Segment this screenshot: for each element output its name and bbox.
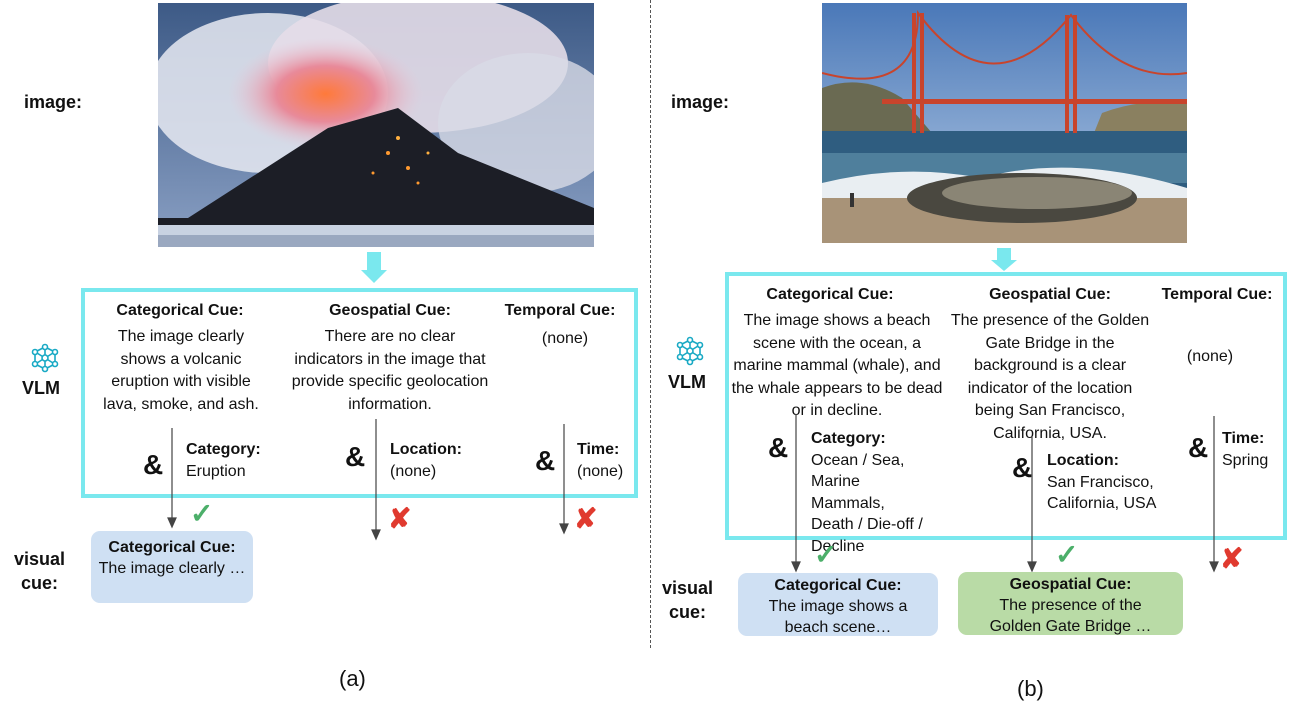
- visual-cue-header: Geospatial Cue:: [1009, 576, 1132, 593]
- checkmark-icon: ✓: [1055, 539, 1079, 570]
- temporal-cue-header: Temporal Cue:: [504, 302, 616, 319]
- checkmark-icon: ✓: [814, 539, 838, 570]
- down-arrow-head: [991, 260, 1017, 271]
- category-attribute: Category: Ocean / Sea, Marine Mammals, D…: [811, 428, 931, 557]
- geospatial-cue-text: There are no clear indicators in the ima…: [291, 328, 489, 413]
- time-attribute: Time: Spring: [1222, 428, 1268, 471]
- vlm-label: VLM: [22, 378, 60, 398]
- ampersand: &: [535, 445, 556, 476]
- down-arrow-head: [361, 270, 387, 283]
- cross-icon: ✘: [388, 503, 412, 534]
- visual-cue-text: The presence of the Golden Gate Bridge …: [989, 597, 1152, 635]
- ampersand: &: [1188, 432, 1209, 463]
- category-attribute: Category: Eruption: [186, 439, 261, 482]
- down-arrow: [367, 252, 381, 272]
- down-arrow: [997, 248, 1011, 262]
- vlm-output-frame: [81, 288, 638, 498]
- network-brain-icon: [675, 336, 705, 371]
- geospatial-cue-header: Geospatial Cue:: [329, 302, 451, 319]
- location-value: San Francisco, California, USA: [1047, 473, 1157, 513]
- golden-gate-whale-image: [822, 3, 1187, 243]
- network-brain-icon: [30, 343, 60, 378]
- categorical-cue-header: Categorical Cue:: [766, 286, 894, 303]
- category-value: Eruption: [186, 462, 246, 480]
- time-value: (none): [577, 462, 624, 480]
- category-value: Ocean / Sea, Marine Mammals, Death / Die…: [811, 451, 923, 555]
- vlm-output-frame: [725, 272, 1287, 540]
- geospatial-cue-header: Geospatial Cue:: [989, 286, 1111, 303]
- category-key: Category:: [186, 441, 261, 458]
- ampersand: &: [345, 441, 366, 472]
- image-label: image:: [671, 92, 730, 112]
- visual-cue-label: visual cue:: [662, 578, 714, 622]
- location-attribute: Location: (none): [390, 439, 462, 482]
- decision-arrows: [791, 414, 1219, 573]
- visual-cue-label: visual cue:: [14, 549, 66, 593]
- visual-cue-header: Categorical Cue:: [108, 539, 236, 556]
- cross-icon: ✘: [1220, 543, 1244, 574]
- time-key: Time:: [1222, 430, 1265, 447]
- visual-cue-text: The image clearly …: [98, 560, 246, 577]
- categorical-cue-text: The image shows a beach scene with the o…: [731, 312, 943, 419]
- geospatial-visual-cue-box: Geospatial Cue: The presence of the Gold…: [958, 572, 1183, 635]
- temporal-cue-text: (none): [541, 330, 589, 347]
- decision-arrows: [167, 419, 569, 541]
- time-value: Spring: [1222, 451, 1269, 469]
- panel-caption: (a): [339, 666, 366, 691]
- time-attribute: Time: (none): [577, 439, 623, 482]
- location-key: Location:: [1047, 452, 1119, 469]
- visual-cue-text: The image shows a beach scene…: [768, 598, 908, 636]
- ampersand: &: [768, 432, 789, 463]
- categorical-visual-cue-box: Categorical Cue: The image shows a beach…: [738, 573, 938, 636]
- temporal-cue-header: Temporal Cue:: [1161, 286, 1273, 303]
- panel-caption: (b): [1017, 676, 1044, 701]
- categorical-visual-cue-box: Categorical Cue: The image clearly …: [91, 531, 253, 603]
- time-key: Time:: [577, 441, 620, 458]
- checkmark-icon: ✓: [190, 498, 214, 529]
- geospatial-cue-text: The presence of the Golden Gate Bridge i…: [950, 312, 1150, 442]
- visual-cue-header: Categorical Cue:: [774, 577, 902, 594]
- cross-icon: ✘: [574, 503, 598, 534]
- location-attribute: Location: San Francisco, California, USA: [1047, 450, 1187, 515]
- categorical-cue-text: The image clearly shows a volcanic erupt…: [103, 328, 259, 413]
- category-key: Category:: [811, 430, 886, 447]
- location-key: Location:: [390, 441, 462, 458]
- ampersand: &: [1012, 452, 1033, 483]
- image-label: image:: [24, 92, 83, 112]
- vlm-label: VLM: [668, 372, 706, 392]
- location-value: (none): [390, 462, 437, 480]
- categorical-cue-header: Categorical Cue:: [116, 302, 244, 319]
- volcano-image: [158, 3, 594, 247]
- temporal-cue-text: (none): [1186, 348, 1234, 365]
- panel-divider: [650, 0, 651, 648]
- ampersand: &: [143, 449, 164, 480]
